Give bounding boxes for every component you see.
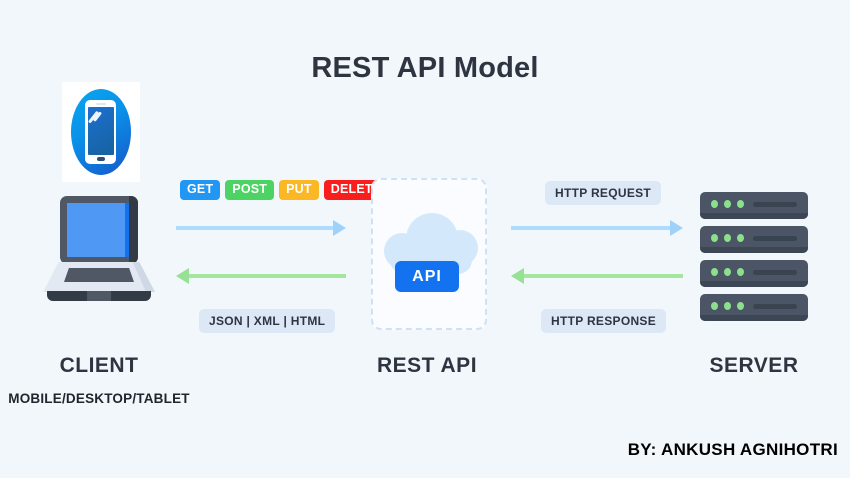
http-method-badge-post[interactable]: POST <box>225 180 275 200</box>
arrow-shaft <box>523 274 683 278</box>
http-method-badge-get[interactable]: GET <box>180 180 221 200</box>
server-led <box>737 302 744 310</box>
server-led <box>711 302 718 310</box>
server-led <box>711 268 718 276</box>
author-credit: BY: ANKUSH AGNIHOTRI <box>627 440 838 459</box>
arrow-head <box>333 220 346 236</box>
rest-api-caption: REST API <box>376 354 478 377</box>
server-rack-unit <box>700 260 808 287</box>
laptop-screen-edge <box>125 203 131 257</box>
client-caption: CLIENT <box>59 354 139 377</box>
laptop-lid-edge <box>129 196 138 264</box>
server-slot <box>753 236 797 241</box>
phone-home-button <box>96 156 105 161</box>
phone-screen <box>87 107 114 155</box>
arrow-head <box>511 268 524 284</box>
http-method-badge-group: GET POST PUT DELETE <box>180 180 389 200</box>
mobile-phone-icon <box>62 82 140 182</box>
server-slot <box>753 202 797 207</box>
server-led <box>737 200 744 208</box>
arrow-shaft <box>176 226 334 230</box>
client-subcaption: MOBILE/DESKTOP/TABLET <box>8 391 190 406</box>
http-request-label: HTTP REQUEST <box>545 181 662 205</box>
arrow-api-to-client <box>176 268 346 284</box>
server-led <box>724 234 731 242</box>
server-led <box>711 200 718 208</box>
server-rack-unit <box>700 294 808 321</box>
laptop-lid <box>60 196 138 264</box>
server-led <box>724 200 731 208</box>
server-led <box>724 302 731 310</box>
phone-speaker <box>95 103 106 106</box>
arrow-shaft <box>511 226 671 230</box>
arrow-head <box>670 220 683 236</box>
phone-body <box>85 100 116 164</box>
server-caption: SERVER <box>709 354 799 377</box>
server-slot <box>753 304 797 309</box>
http-method-badge-put[interactable]: PUT <box>279 180 319 200</box>
arrow-server-to-api <box>511 268 683 284</box>
server-rack-unit <box>700 226 808 253</box>
arrow-head <box>176 268 189 284</box>
server-rack-unit <box>700 192 808 219</box>
server-led <box>737 234 744 242</box>
arrow-shaft <box>188 274 346 278</box>
server-slot <box>753 270 797 275</box>
laptop-foot-notch <box>87 291 111 301</box>
arrow-api-to-server <box>511 220 683 236</box>
response-formats-label: JSON | XML | HTML <box>199 309 336 333</box>
api-badge: API <box>395 261 459 292</box>
laptop-icon <box>43 196 155 308</box>
page-title: REST API Model <box>311 52 539 84</box>
server-led <box>724 268 731 276</box>
http-response-label: HTTP RESPONSE <box>541 309 667 333</box>
server-rack-icon <box>700 192 808 322</box>
server-led <box>737 268 744 276</box>
arrow-client-to-api <box>176 220 346 236</box>
laptop-keyboard <box>64 268 134 282</box>
server-led <box>711 234 718 242</box>
laptop-screen <box>67 203 125 257</box>
